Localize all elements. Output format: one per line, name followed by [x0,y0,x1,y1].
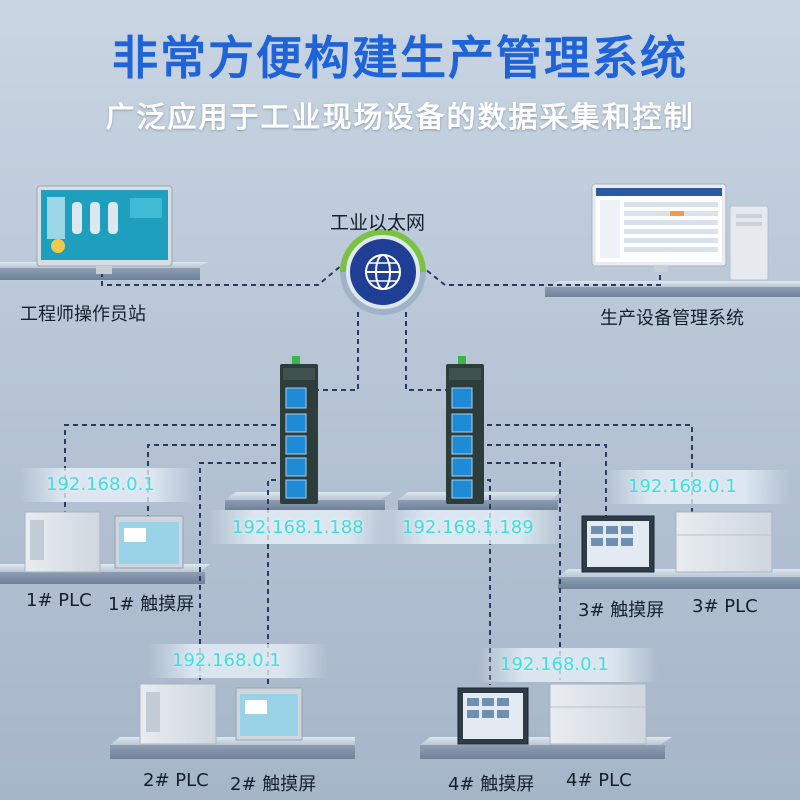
cable-switch2-group4-plc [478,462,561,680]
engineer-station-label: 工程师操作员站 [20,304,146,325]
computer-tower [729,205,769,281]
shelf-top-right [545,281,800,297]
plc-3-label: 3# PLC [692,596,758,617]
hmi-4-label: 4# 触摸屏 [448,774,535,795]
cable-switch1-group2-hmi [267,479,285,685]
hmi-4-device [457,687,529,745]
plc-1-device [24,511,101,573]
group1-ip-bar [20,468,195,502]
hmi-1-device [114,515,184,569]
management-monitor [591,183,727,272]
page-title: 非常方便构建生产管理系统 [112,31,688,85]
group4-ip-bar [478,648,658,682]
cable-engineer-hub [101,264,343,286]
switch-2-ip-bar [380,510,565,544]
hub-label: 工业以太网 [330,212,426,234]
switch-1-ip-bar [208,510,393,544]
plc-2-device [139,683,217,745]
ethernet-hub-globe-icon [340,229,426,315]
hmi-1-label: 1# 触摸屏 [108,594,195,615]
hmi-2-device [235,687,303,741]
cable-hub-switch2 [405,312,448,391]
plc-2-label: 2# PLC [143,770,209,791]
cable-hub-management [419,264,661,286]
cable-hub-switch1 [318,312,359,391]
engineer-monitor [36,185,173,274]
group2-ip-bar [148,644,328,678]
group1-ip: 192.168.0.1 [46,474,155,495]
group3-ip: 192.168.0.1 [628,476,737,497]
cable-switch1-group1-plc [64,424,285,512]
group3-ip-bar [605,470,790,504]
group4-ip: 192.168.0.1 [500,654,609,675]
cable-switch1-group2-plc [199,462,285,680]
plc-1-label: 1# PLC [26,590,92,611]
switch-1-ip: 192.168.1.188 [232,517,364,538]
switch-1-device [280,356,318,504]
plc-4-label: 4# PLC [566,770,632,791]
page-subtitle: 广泛应用于工业现场设备的数据采集和控制 [105,100,695,134]
switch-2-device [446,356,484,504]
plc-4-device [549,683,647,745]
hmi-2-label: 2# 触摸屏 [230,774,317,795]
hmi-3-device [581,515,655,573]
group2-ip: 192.168.0.1 [172,650,281,671]
hmi-3-label: 3# 触摸屏 [578,600,665,621]
management-system-label: 生产设备管理系统 [600,308,744,329]
plc-3-device [675,511,773,573]
switch-2-ip: 192.168.1.189 [402,517,534,538]
